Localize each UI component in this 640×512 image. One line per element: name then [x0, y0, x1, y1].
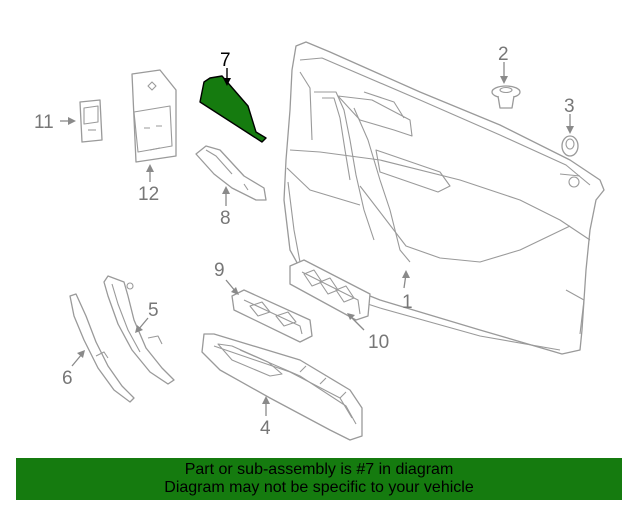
- callout-4: 4: [260, 418, 271, 439]
- callout-3: 3: [564, 96, 575, 117]
- part-8-bracket[interactable]: [195, 145, 267, 201]
- part-12-mirror-switch-panel[interactable]: [131, 69, 177, 163]
- part-3-plug[interactable]: [561, 135, 579, 157]
- part-6-trim-strip[interactable]: [69, 293, 135, 403]
- part-9-window-switch[interactable]: [231, 289, 313, 343]
- callout-12: 12: [138, 184, 159, 205]
- callout-2: 2: [498, 44, 509, 65]
- part-2-clip[interactable]: [491, 85, 521, 109]
- callout-9: 9: [214, 260, 225, 281]
- part-5-pull-trim[interactable]: [103, 275, 175, 385]
- part-4-armrest-trim[interactable]: [201, 333, 363, 441]
- part-1-door-trim-panel[interactable]: [283, 41, 605, 355]
- callout-5: 5: [148, 300, 159, 321]
- part-7-highlight-shape: [199, 75, 267, 143]
- callout-8: 8: [220, 208, 231, 229]
- callout-1: 1: [402, 292, 413, 313]
- banner-line-part-info: Part or sub-assembly is #7 in diagram: [184, 461, 454, 478]
- banner-line-disclaimer: Diagram may not be specific to your vehi…: [164, 479, 474, 496]
- callout-11: 11: [34, 112, 54, 133]
- callout-7: 7: [220, 50, 231, 71]
- info-banner: Part or sub-assembly is #7 in diagram Di…: [16, 458, 622, 500]
- part-11-small-switch[interactable]: [79, 99, 103, 143]
- leader-lines: [60, 62, 574, 416]
- callout-10: 10: [368, 332, 389, 353]
- part-10-switch-assembly[interactable]: [289, 259, 371, 321]
- part-7-corner-trim[interactable]: [199, 75, 267, 143]
- callout-6: 6: [62, 368, 73, 389]
